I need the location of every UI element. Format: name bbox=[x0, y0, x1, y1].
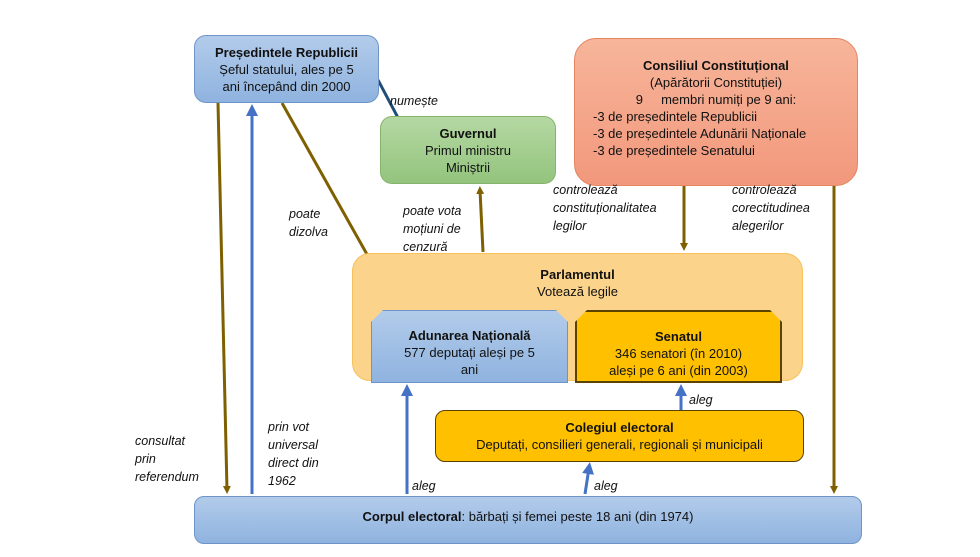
arrow-corp-to-colegiu bbox=[582, 462, 595, 495]
president-line-1: Șeful statului, ales pe 5 bbox=[219, 62, 354, 77]
label-line: consultat bbox=[135, 434, 186, 448]
label-line: moțiuni de bbox=[403, 222, 461, 236]
label-aleg-adunare: aleg bbox=[412, 479, 436, 493]
senate-line-1: 346 senatori (în 2010) bbox=[614, 346, 743, 361]
label-referendum: consultat prin referendum bbox=[135, 432, 199, 486]
label-motiuni-cenzura: poate vota moțiuni de cenzură bbox=[403, 202, 461, 256]
cc-subtitle: (Apărătorii Constituției) bbox=[649, 75, 783, 90]
cc-members: 9 membri numiți pe 9 ani: bbox=[635, 92, 797, 107]
label-line: alegerilor bbox=[732, 219, 784, 233]
assembly-line-2: ani bbox=[460, 362, 479, 377]
label-line: 1962 bbox=[268, 474, 296, 488]
label-aleg-colegiu: aleg bbox=[594, 479, 618, 493]
cc-item: -3 de președintele Adunării Naționale bbox=[593, 126, 807, 141]
electorate-title: Corpul electoral bbox=[362, 509, 462, 524]
label-line: prin vot bbox=[268, 420, 309, 434]
label-line: dizolva bbox=[289, 225, 328, 239]
gov-line-2: Miniștrii bbox=[445, 160, 491, 175]
label-controleaza-alegerile: controlează corectitudinea alegerilor bbox=[732, 181, 810, 235]
label-numeste: numește bbox=[390, 94, 438, 108]
parliament-subtitle: Votează legile bbox=[537, 284, 618, 299]
cc-title: Consiliul Constituțional bbox=[643, 58, 789, 73]
assembly-title: Adunarea Națională bbox=[408, 328, 531, 343]
cc-item: -3 de președintele Republicii bbox=[593, 109, 758, 124]
senate-line-2: aleși pe 6 ani (din 2003) bbox=[609, 363, 748, 378]
label-line: corectitudinea bbox=[732, 201, 810, 215]
gov-line-1: Primul ministru bbox=[425, 143, 511, 158]
senate-title: Senatul bbox=[655, 329, 702, 344]
senate-box: Senatul 346 senatori (în 2010) aleși pe … bbox=[575, 310, 782, 383]
label-poate-dizolva: poate dizolva bbox=[289, 205, 328, 241]
label-line: cenzură bbox=[403, 240, 448, 254]
label-controleaza-constitutionalitatea: controlează constituționalitatea legilor bbox=[553, 181, 657, 235]
label-line: referendum bbox=[135, 470, 199, 484]
parliament-title: Parlamentul bbox=[540, 267, 615, 282]
label-line: controlează bbox=[732, 183, 797, 197]
arrow-parlament-to-guvern bbox=[476, 186, 485, 253]
label-line: direct din bbox=[268, 456, 319, 470]
college-title: Colegiul electoral bbox=[565, 420, 674, 435]
national-assembly-box: Adunarea Națională 577 deputați aleși pe… bbox=[371, 310, 568, 383]
label-line: universal bbox=[268, 438, 319, 452]
constitutional-council-box: Consiliul Constituțional (Apărătorii Con… bbox=[574, 38, 858, 186]
electorate-box: Corpul electoral: bărbați și femei peste… bbox=[194, 496, 862, 544]
label-line: poate bbox=[289, 207, 321, 221]
label-line: prin bbox=[135, 452, 156, 466]
president-line-2: ani începând din 2000 bbox=[222, 79, 351, 94]
assembly-line-1: 577 deputați aleși pe 5 bbox=[404, 345, 535, 360]
label-vot-universal: prin vot universal direct din 1962 bbox=[268, 418, 319, 490]
president-title: Președintele Republicii bbox=[214, 45, 359, 60]
president-box: Președintele Republicii Șeful statului, … bbox=[194, 35, 379, 103]
government-box: Guvernul Primul ministru Miniștrii bbox=[380, 116, 556, 184]
label-aleg-senat: aleg bbox=[689, 393, 713, 407]
electoral-college-box: Colegiul electoral Deputați, consilieri … bbox=[435, 410, 804, 462]
label-line: controlează bbox=[553, 183, 618, 197]
electorate-text: : bărbați și femei peste 18 ani (din 197… bbox=[461, 509, 694, 524]
college-line: Deputați, consilieri generali, regionali… bbox=[476, 437, 763, 452]
label-line: poate vota bbox=[403, 204, 462, 218]
label-line: legilor bbox=[553, 219, 587, 233]
arrow-president-to-corp bbox=[216, 102, 231, 494]
gov-title: Guvernul bbox=[439, 126, 497, 141]
label-line: constituționalitatea bbox=[553, 201, 657, 215]
cc-item: -3 de președintele Senatului bbox=[593, 143, 755, 158]
